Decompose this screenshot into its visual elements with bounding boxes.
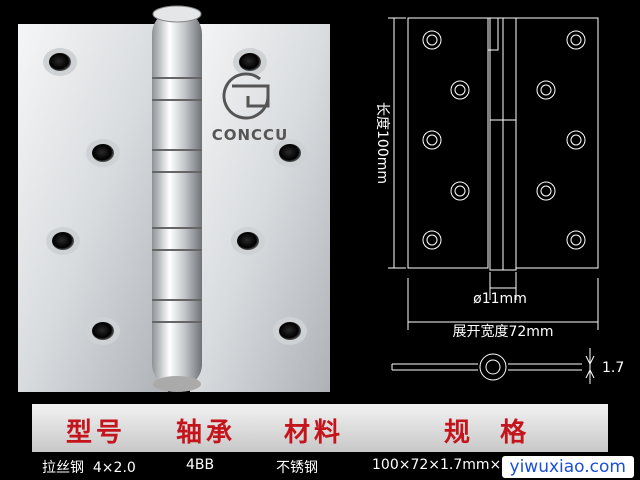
value-bearing: 4BB	[186, 457, 215, 473]
header-bearing: 轴承	[176, 418, 237, 448]
spec-table-header: 型号 轴承 材料 规 格	[32, 404, 608, 452]
value-material: 不锈钢	[276, 460, 318, 476]
value-spec: 100×72×1.7mm×4mm	[372, 457, 538, 473]
hinge-right-plate	[190, 24, 330, 392]
brand-logo-mark	[222, 72, 270, 120]
value-model: 拉丝钢 4×2.0	[42, 460, 136, 476]
technical-drawing	[388, 17, 599, 384]
length-dimension-label: 长度100mm	[374, 102, 390, 184]
brand-logo-text: CONCCU	[212, 126, 289, 144]
hinge-screw-holes	[43, 48, 307, 345]
thickness-label: 1.7	[602, 360, 624, 376]
site-watermark: yiwuxiao.com	[501, 456, 634, 478]
pin-diameter-label: ø11mm	[473, 291, 527, 307]
header-model: 型号	[66, 418, 127, 448]
header-spec: 规 格	[444, 418, 531, 448]
header-material: 材料	[284, 418, 345, 448]
hinge-barrel	[152, 5, 202, 392]
open-width-label: 展开宽度72mm	[452, 323, 553, 340]
